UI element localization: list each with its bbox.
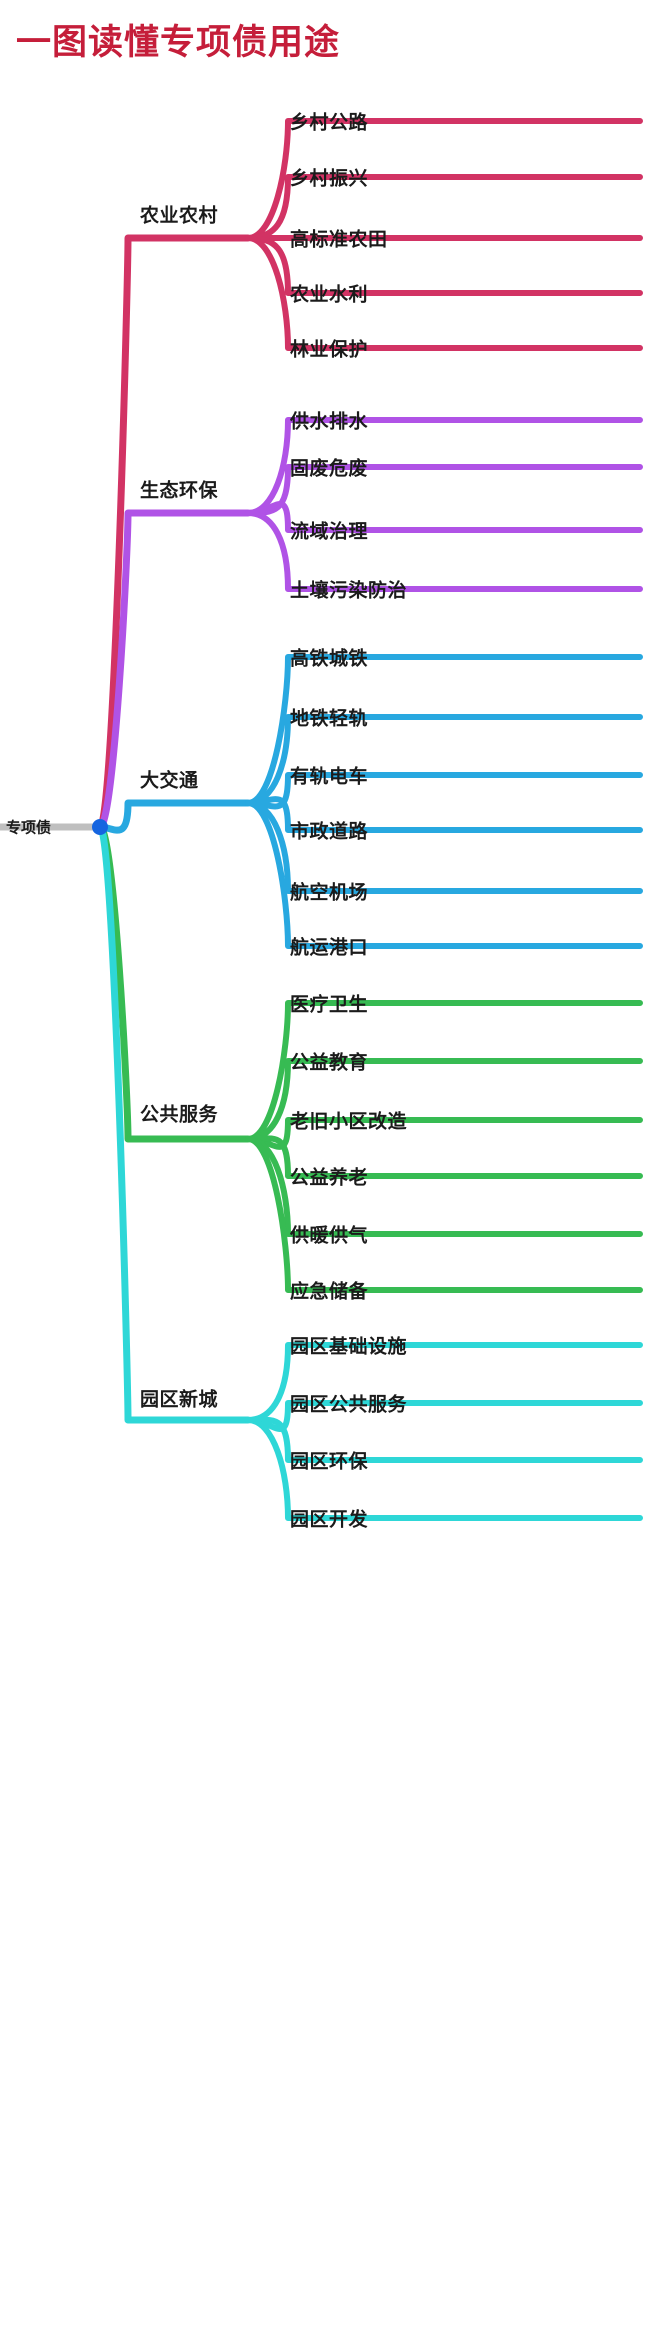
- page-title: 一图读懂专项债用途: [16, 23, 341, 63]
- leaf-label[interactable]: 园区环保: [290, 1450, 369, 1473]
- leaf-label[interactable]: 公益养老: [290, 1166, 369, 1189]
- leaf-connector: [245, 1417, 643, 1521]
- leaf-connector: [245, 235, 643, 351]
- leaf-label[interactable]: 园区公共服务: [290, 1393, 408, 1416]
- leaf-label[interactable]: 医疗卫生: [290, 993, 369, 1016]
- branch-label-public-service[interactable]: 公共服务: [140, 1103, 219, 1126]
- branch-label-transport[interactable]: 大交通: [140, 769, 199, 792]
- root-node-dot[interactable]: [92, 819, 108, 835]
- branch-trunk: [96, 823, 252, 1143]
- leaf-connector: [245, 800, 643, 949]
- leaf-connector: [245, 510, 643, 592]
- leaf-label[interactable]: 流域治理: [290, 520, 369, 543]
- branch-trunk: [96, 799, 252, 834]
- leaf-label[interactable]: 老旧小区改造: [290, 1110, 408, 1133]
- branch-trunk: [96, 509, 252, 831]
- branch-label-park-newtown[interactable]: 园区新城: [140, 1388, 219, 1411]
- leaf-label[interactable]: 乡村振兴: [290, 167, 369, 190]
- leaf-connector: [245, 1136, 643, 1293]
- leaf-label[interactable]: 固废危废: [290, 457, 369, 480]
- branch-trunk: [96, 234, 252, 831]
- branch-trunk: [96, 823, 252, 1424]
- leaf-label[interactable]: 园区开发: [290, 1508, 369, 1531]
- root-node-label: 专项债: [6, 818, 52, 837]
- leaf-label[interactable]: 乡村公路: [290, 111, 369, 134]
- branch-label-ecology[interactable]: 生态环保: [140, 479, 219, 502]
- leaf-label[interactable]: 航空机场: [290, 881, 369, 904]
- leaf-label[interactable]: 有轨电车: [290, 765, 369, 788]
- leaf-label[interactable]: 林业保护: [290, 338, 369, 361]
- leaf-label[interactable]: 高铁城铁: [290, 647, 369, 670]
- leaf-label[interactable]: 供水排水: [290, 410, 369, 433]
- leaf-label[interactable]: 土壤污染防治: [290, 579, 408, 602]
- leaf-label[interactable]: 航运港口: [290, 936, 369, 959]
- leaf-label[interactable]: 农业水利: [290, 283, 369, 306]
- leaf-label[interactable]: 供暖供气: [290, 1224, 369, 1247]
- leaf-label[interactable]: 园区基础设施: [290, 1335, 408, 1358]
- leaf-label[interactable]: 地铁轻轨: [290, 707, 369, 730]
- leaf-label[interactable]: 高标准农田: [290, 228, 388, 251]
- leaf-label[interactable]: 市政道路: [290, 820, 369, 843]
- leaf-label[interactable]: 应急储备: [290, 1280, 369, 1303]
- leaf-label[interactable]: 公益教育: [290, 1051, 369, 1074]
- branch-label-agriculture[interactable]: 农业农村: [140, 204, 219, 227]
